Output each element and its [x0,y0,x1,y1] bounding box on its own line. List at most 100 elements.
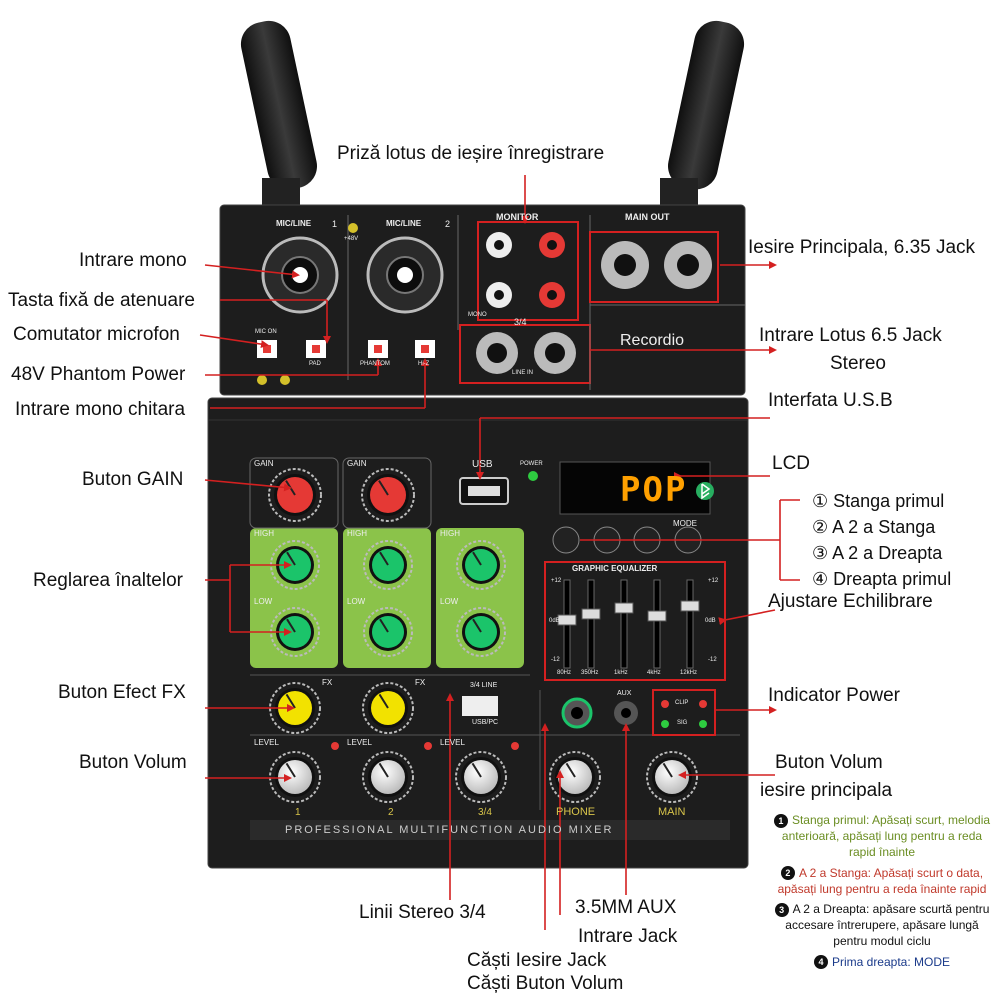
ch2-label: 2 [445,219,451,229]
phone-label: PHONE [556,806,596,818]
phantom-led [348,223,358,233]
callout-arrows [199,175,800,930]
level-label-2: LEVEL [347,738,372,747]
eq-db-bot-r: -12 [708,657,717,663]
antenna-left [240,20,317,208]
main-out-box [589,231,719,303]
usb-label: USB [472,459,493,470]
mic-led-b [280,375,290,385]
callout-record-out: Priză lotus de ieșire înregistrare [337,143,605,164]
mode-label: MODE [673,519,697,528]
mic-on-label: MIC ON [255,329,277,335]
level-knob-34[interactable] [455,751,507,803]
clip-label: CLIP [675,700,689,706]
high-knob-2[interactable] [363,540,413,590]
p48-label: +48V [344,236,359,242]
pk-led-2 [424,742,432,750]
main-knob[interactable] [646,751,698,803]
low-knob-34[interactable] [456,607,506,657]
aux-jack[interactable] [614,701,638,725]
callout-lotus-2: Stereo [830,353,886,374]
knobs[interactable] [268,468,698,803]
eq-band-label: 350Hz [581,670,599,676]
button-order-item: ① Stanga primul [812,488,951,514]
callout-fx: Buton Efect FX [58,682,186,703]
graphic-eq-label: GRAPHIC EQUALIZER [572,564,658,573]
gain-knob-1[interactable] [268,468,322,522]
lvl-num-34: 3/4 [478,807,492,818]
button-order-symbol: ② [812,517,833,537]
rca-jacks[interactable] [486,232,565,308]
low-label-1: LOW [254,597,273,606]
callout-aux-2: Intrare Jack [578,926,678,947]
level-label-1: LEVEL [254,738,279,747]
low-label-34: LOW [440,597,459,606]
callout-eq-adjust: Ajustare Echilibrare [768,591,933,612]
fx-knob-2[interactable] [362,682,414,734]
combo-input-2[interactable] [366,236,444,314]
recordio-label: Recordio [620,332,685,349]
antenna-right [660,20,745,208]
note-number-badge: 3 [774,902,789,917]
callout-volume: Buton Volum [79,752,187,773]
level-knob-2[interactable] [362,751,414,803]
eq-slider-5[interactable] [680,579,700,669]
mic-line-2-label: MIC/LINE [386,219,422,228]
level-knob-1[interactable] [269,751,321,803]
button-order-text: Dreapta primul [833,569,952,589]
eq-slider-2[interactable] [581,579,601,669]
button-order-text: Stanga primul [833,491,945,511]
eq-slider-3[interactable] [614,579,634,669]
note-number-badge: 2 [780,866,795,881]
eq-band-label: 4kHz [647,670,661,676]
eq-slider-1[interactable] [557,579,577,669]
line-usb-switch[interactable] [462,696,498,716]
button-order-symbol: ③ [812,543,833,563]
clip-led-l [661,700,669,708]
callout-pad: Tasta fixă de atenuare [8,290,195,311]
line-in-jacks[interactable] [476,332,576,374]
main-out-jacks[interactable] [601,241,712,289]
sig-led-l [661,720,669,728]
phone-knob[interactable] [549,751,601,803]
callout-gain: Buton GAIN [82,469,184,490]
note-text: Stanga primul: Apăsați scurt, melodia an… [781,813,991,860]
lvl-num-1: 1 [295,807,301,818]
eq-db-mid-l: 0dB [549,618,560,624]
button-order-item: ② A 2 a Stanga [812,514,951,540]
mono-label: MONO [468,312,487,318]
level-label-34: LEVEL [440,738,465,747]
eq-slider-4[interactable] [647,579,667,669]
low-knob-2[interactable] [363,607,413,657]
callout-lotus-1: Intrare Lotus 6.5 Jack [759,325,942,346]
button-order-item: ④ Dreapta primul [812,566,951,592]
callout-mic-switch: Comutator microfon [13,324,180,345]
high-label-2: HIGH [347,529,367,538]
high-knob-1[interactable] [270,540,320,590]
note-number-badge: 4 [813,955,828,970]
lvl-num-2: 2 [388,807,394,818]
callout-phantom: 48V Phantom Power [11,364,186,385]
gain-knob-2[interactable] [361,468,415,522]
callout-main-vol-2: iesire principala [760,780,893,801]
transport-buttons[interactable] [552,526,702,554]
pad-label: PAD [309,361,321,367]
button-order-item: ③ A 2 a Dreapta [812,540,951,566]
note-text: A 2 a Dreapta: apăsare scurtă pentru acc… [785,901,990,949]
lcd-display-text: POP [620,470,688,510]
line34-label: 3/4 LINE [470,682,498,689]
combo-input-1[interactable] [261,236,339,314]
high-label-1: HIGH [254,529,274,538]
ch34-label: 3/4 [514,317,527,327]
high-knob-34[interactable] [456,540,506,590]
callout-guitar: Intrare mono chitara [15,399,186,420]
phones-jack[interactable] [561,697,593,729]
button-order-text: A 2 a Stanga [832,517,936,537]
eq-sliders[interactable] [557,579,700,669]
callout-phones-2: Căști Buton Volum [467,973,624,994]
low-knob-1[interactable] [270,607,320,657]
fx-knob-1[interactable] [269,682,321,734]
usbpc-label: USB/PC [472,719,499,726]
